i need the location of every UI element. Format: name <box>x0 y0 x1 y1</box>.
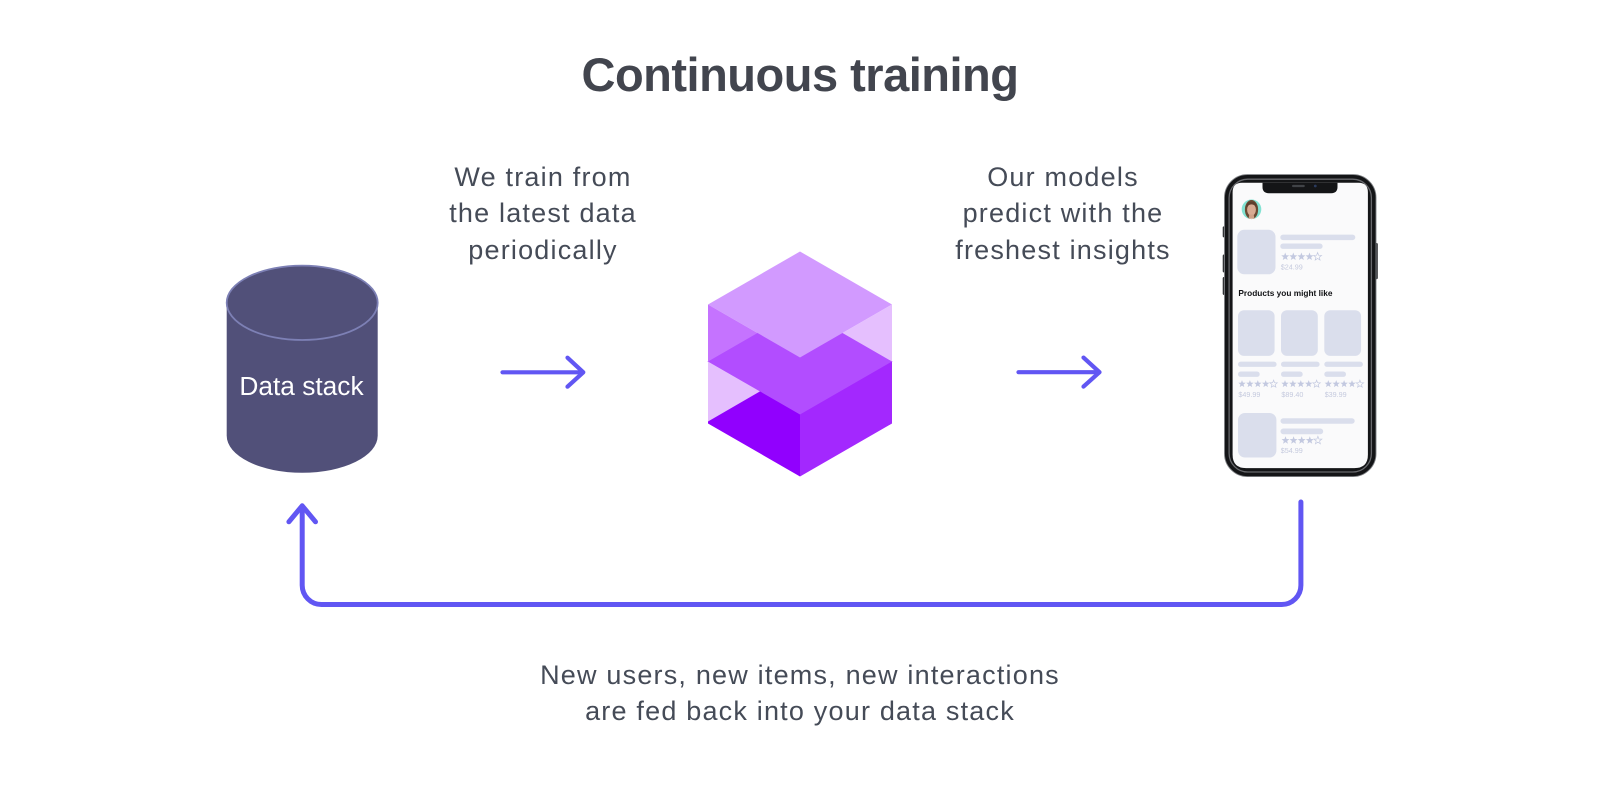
svg-text:$54.99: $54.99 <box>1281 446 1303 455</box>
svg-text:Products you might like: Products you might like <box>1238 288 1332 298</box>
svg-text:$49.99: $49.99 <box>1238 390 1260 399</box>
svg-text:$89.40: $89.40 <box>1281 390 1303 399</box>
svg-text:$39.99: $39.99 <box>1325 390 1347 399</box>
svg-text:$24.99: $24.99 <box>1281 263 1303 272</box>
svg-text:Data stack: Data stack <box>239 371 364 401</box>
